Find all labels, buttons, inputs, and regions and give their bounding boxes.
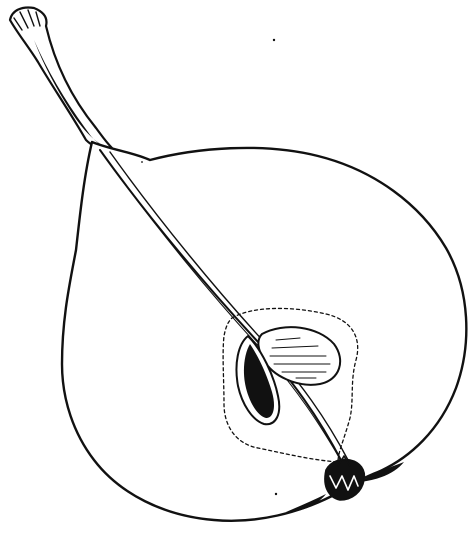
pear-speck bbox=[141, 161, 143, 163]
pear-speck bbox=[275, 493, 277, 495]
pear-speck bbox=[273, 39, 275, 41]
pear-outline bbox=[62, 142, 466, 521]
pear-calyx bbox=[325, 459, 364, 500]
pear-stem bbox=[10, 8, 112, 149]
pear-drawing bbox=[10, 8, 466, 521]
